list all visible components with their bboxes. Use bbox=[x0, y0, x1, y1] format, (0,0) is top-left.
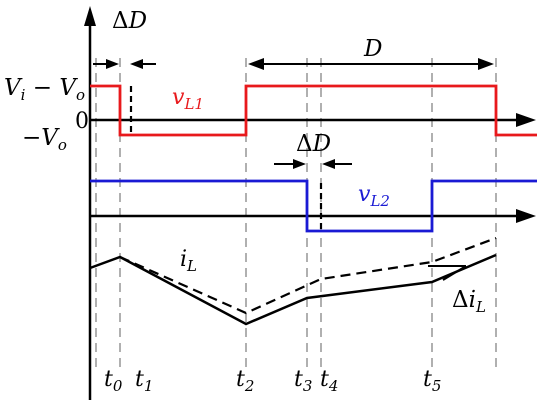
d-span-label: D bbox=[363, 36, 382, 62]
horizontal-axes bbox=[90, 118, 520, 218]
t1-label: t1 bbox=[135, 367, 153, 395]
vL2-label: vL2 bbox=[358, 182, 390, 210]
d-span-right-arrow bbox=[478, 58, 494, 70]
vL1-waveform bbox=[90, 84, 537, 137]
t3-label: t3 bbox=[294, 367, 312, 395]
delta-iL-pointer-2 bbox=[442, 265, 467, 281]
iL-solid-waveform bbox=[89, 253, 497, 326]
t2-label: t2 bbox=[236, 367, 254, 395]
delta-d-top-left-arrow bbox=[106, 59, 119, 69]
vL2-axis-arrowhead bbox=[516, 209, 536, 223]
vL1-axis-arrowhead bbox=[516, 113, 536, 127]
iL-dashed-waveform bbox=[119, 236, 497, 315]
delta-d-top-label: ΔD bbox=[112, 8, 147, 34]
vi-minus-vo-label: Vi − Vo bbox=[4, 75, 85, 104]
vL2-waveform bbox=[90, 179, 537, 233]
vL1-label: vL1 bbox=[172, 85, 204, 113]
t0-label: t0 bbox=[104, 367, 123, 395]
minus-vo-label: −Vo bbox=[22, 125, 67, 154]
t4-label: t4 bbox=[320, 367, 338, 395]
t5-label: t5 bbox=[423, 367, 441, 395]
vertical-axis-arrowhead bbox=[84, 6, 96, 26]
delta-iL-label: ΔiL bbox=[452, 287, 486, 316]
time-guides bbox=[95, 58, 497, 368]
zero-label: 0 bbox=[75, 109, 89, 134]
delta-d-mid-label: ΔD bbox=[296, 131, 331, 157]
iL-label: iL bbox=[180, 247, 197, 275]
delta-d-mid-right-arrow bbox=[322, 159, 335, 169]
delta-d-top-right-arrow bbox=[130, 59, 143, 69]
delta-d-mid-left-arrow bbox=[293, 159, 306, 169]
d-span-left-arrow bbox=[248, 58, 264, 70]
